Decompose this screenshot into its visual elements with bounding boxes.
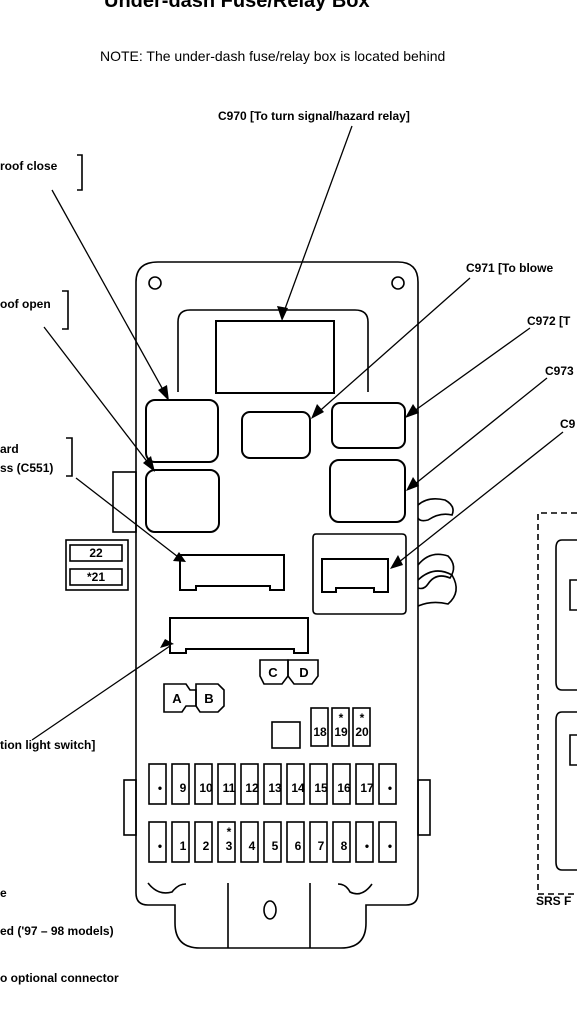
label-c972: C972 [T xyxy=(527,314,571,328)
label-light-switch: tion light switch] xyxy=(0,738,96,752)
fuse-number: 6 xyxy=(295,839,302,853)
connector-21-label: *21 xyxy=(87,570,105,584)
connector-c-label: C xyxy=(268,665,278,680)
fuse-number: 3 xyxy=(226,839,233,853)
fuse-number: 12 xyxy=(245,781,259,795)
fuse-number: 14 xyxy=(291,781,305,795)
location-note: NOTE: The under-dash fuse/relay box is l… xyxy=(100,48,446,64)
label-e: e xyxy=(0,886,7,900)
label-optional-connector: o optional connector xyxy=(0,971,119,985)
page-title: Under-dash Fuse/Relay Box xyxy=(104,0,370,12)
label-c9: C9 xyxy=(560,417,576,431)
label-c973: C973 xyxy=(545,364,574,378)
fuse-mark: * xyxy=(339,711,344,725)
fuse-number: 11 xyxy=(223,781,236,795)
fuse-mark: * xyxy=(360,711,365,725)
fuse-number: • xyxy=(388,781,392,795)
connector-22-label: 22 xyxy=(89,546,103,560)
fuse-number: 17 xyxy=(360,781,374,795)
fuse-number: 9 xyxy=(180,781,187,795)
label-ss-c551: ss (C551) xyxy=(0,461,54,475)
fuse-number: 5 xyxy=(272,839,279,853)
label-models: ed ('97 – 98 models) xyxy=(0,924,114,938)
label-c971: C971 [To blowe xyxy=(466,261,554,275)
label-c970: C970 [To turn signal/hazard relay] xyxy=(218,109,410,123)
fuse-number: 20 xyxy=(355,725,369,739)
fuse-number: 10 xyxy=(199,781,213,795)
connector-a-label: A xyxy=(172,691,182,706)
connector-d-label: D xyxy=(299,665,308,680)
fuse-number: • xyxy=(388,839,392,853)
fuse-number: 16 xyxy=(337,781,351,795)
fuse-number: 18 xyxy=(313,725,327,739)
fuse-number: • xyxy=(365,839,369,853)
fuse-number: • xyxy=(158,839,162,853)
fuse-mark: * xyxy=(227,825,232,839)
label-roof-open: oof open xyxy=(0,297,51,311)
fuse-number: 2 xyxy=(203,839,210,853)
fuse-number: 19 xyxy=(334,725,348,739)
fuse-number: 7 xyxy=(318,839,325,853)
fuse-number: 13 xyxy=(268,781,282,795)
fuse-number: 4 xyxy=(249,839,256,853)
label-roof-close: roof close xyxy=(0,159,58,173)
connector-b-label: B xyxy=(204,691,213,706)
fuse-number: 1 xyxy=(180,839,187,853)
fuse-number: 15 xyxy=(314,781,328,795)
fuse-number: 8 xyxy=(341,839,348,853)
fuse-number: • xyxy=(158,781,162,795)
label-ard: ard xyxy=(0,442,19,456)
label-srs: SRS F xyxy=(536,894,572,908)
